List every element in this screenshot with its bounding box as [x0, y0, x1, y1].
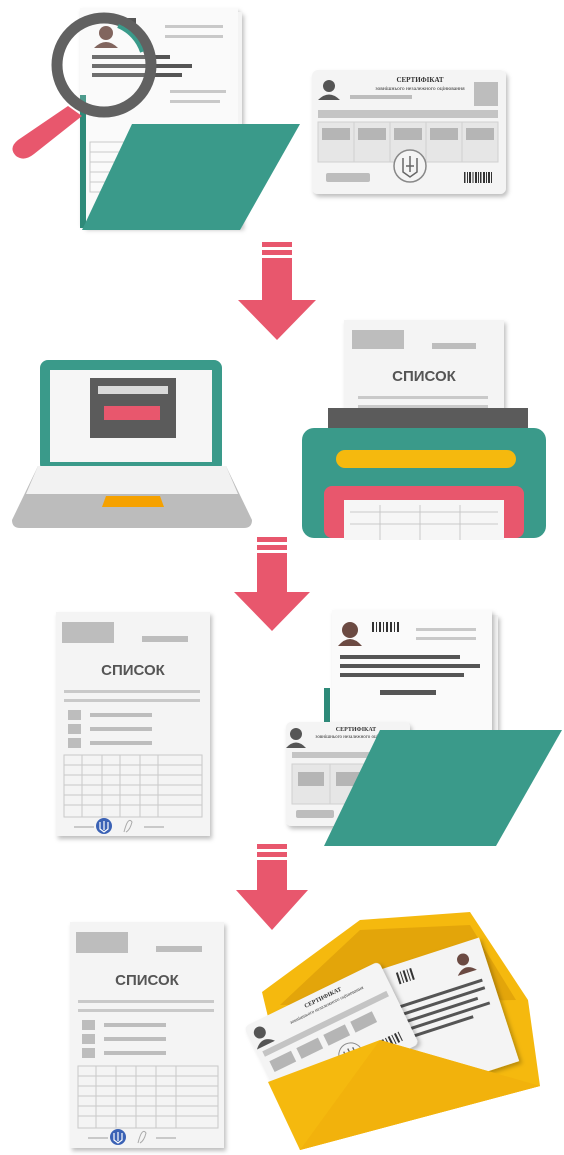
certificate-title: СЕРТИФІКАТ	[336, 727, 376, 733]
list-label: СПИСОК	[115, 972, 180, 989]
folder-icon	[80, 95, 300, 230]
laptop-icon	[12, 360, 252, 528]
list-document: СПИСОК	[70, 922, 224, 1148]
trident-seal-icon	[393, 149, 427, 183]
certificate-subtitle: зовнішнього незалежного оцінювання	[315, 735, 397, 740]
step-3-collect-documents: СПИСОК	[56, 610, 562, 846]
step-1-document-review: СЕРТИФІКАТ зовнішнього незалежного оціню…	[12, 8, 506, 230]
list-table	[77, 1065, 219, 1129]
arrow-down-icon	[238, 242, 316, 340]
arrow-down-icon	[236, 844, 308, 930]
arrow-down-icon	[234, 537, 310, 631]
signature-icon	[123, 819, 133, 833]
trident-seal-icon	[110, 1129, 126, 1145]
list-label: СПИСОК	[392, 368, 457, 385]
printer-icon: СПИСОК	[302, 320, 546, 540]
magnifier-icon	[12, 12, 157, 159]
envelope-icon: СЕРТИФІКАТ зовнішнього незалежного оціню…	[245, 912, 540, 1150]
folder-icon	[324, 730, 562, 846]
signature-icon	[137, 1130, 147, 1144]
certificate-photo-icon	[286, 728, 306, 748]
barcode-icon	[372, 622, 399, 632]
certificate-title: СЕРТИФІКАТ	[396, 76, 443, 84]
trident-seal-icon	[96, 818, 112, 834]
applicant-photo-icon	[338, 622, 362, 646]
list-document: СПИСОК	[56, 612, 210, 836]
applicant-photo-icon	[94, 26, 118, 48]
certificate-card: СЕРТИФІКАТ зовнішнього незалежного оціню…	[312, 70, 506, 194]
collected-documents: СЕРТИФІКАТ зовнішнього незалежного оціню…	[286, 610, 562, 846]
list-table	[63, 754, 203, 818]
certificate-subtitle: зовнішнього незалежного оцінювання	[375, 86, 465, 92]
step-2-print-list: СПИСОК	[12, 320, 546, 540]
step-4-send-envelope: СПИСОК	[70, 912, 540, 1150]
list-label: СПИСОК	[101, 662, 166, 679]
barcode-icon	[464, 172, 492, 183]
certificate-photo-icon	[318, 80, 340, 100]
